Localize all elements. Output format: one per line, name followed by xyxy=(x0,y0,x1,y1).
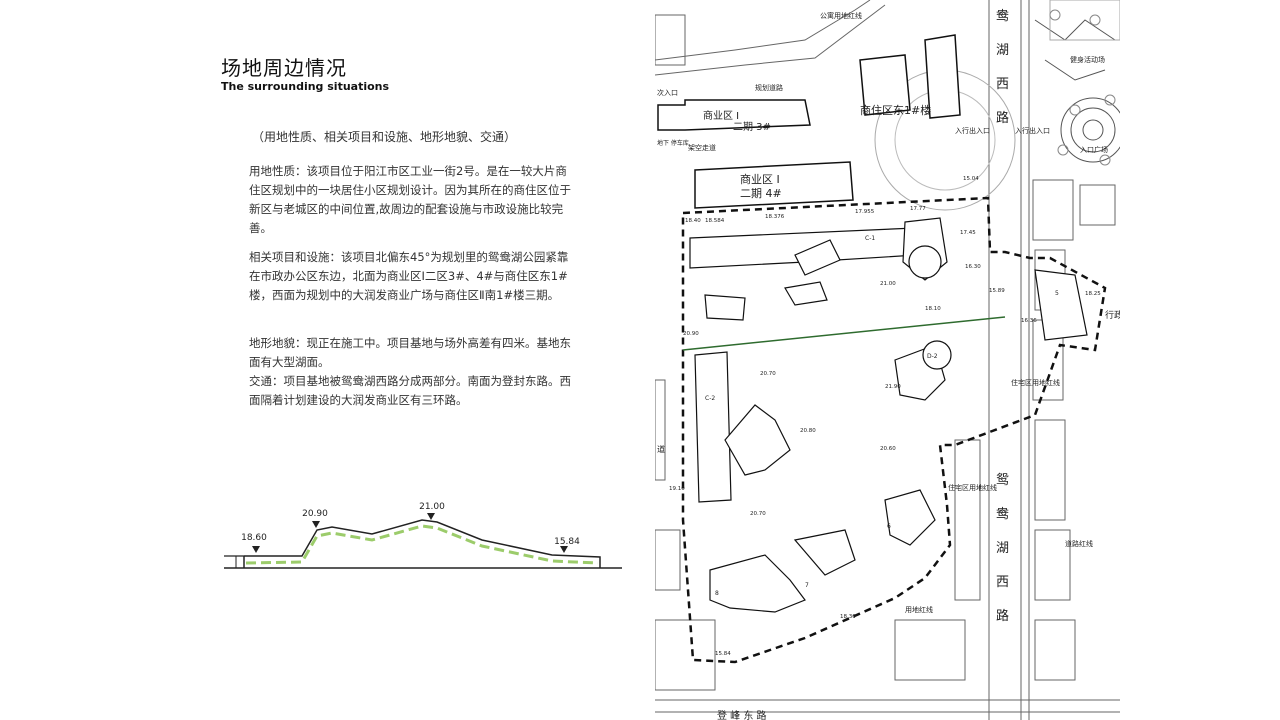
spot-height: 20.90 xyxy=(683,331,699,337)
label-fitness: 健身活动场 xyxy=(1070,55,1105,64)
related-facilities-paragraph: 相关项目和设施：该项目北偏东45°为规划里的鸳鸯湖公园紧靠在市政办公区东边，北面… xyxy=(249,250,569,302)
spot-height: 15.84 xyxy=(715,651,731,657)
terrain-profile-diagram: 18.60 20.90 21.00 15.84 xyxy=(224,502,622,569)
spot-height: 18.30 xyxy=(840,614,856,620)
building-label: C-1 xyxy=(865,235,875,242)
road-char: 鸳 xyxy=(996,473,1009,488)
site-boundary xyxy=(681,196,1107,664)
label-far-right: 行政 xyxy=(1105,309,1120,321)
traffic-text: 交通：项目基地被鸳鸯湖西路分成两部分。南面为登封东路。西面隔着计划建设的大润发商… xyxy=(249,374,571,407)
road-char: 西 xyxy=(996,77,1009,92)
commercial-buildings xyxy=(657,34,961,209)
terrain-traffic-paragraph: 地形地貌：现正在施工中。项目基地与场外高差有四米。基地东面有大型湖面。 交通：项… xyxy=(249,334,575,410)
road-char: 路 xyxy=(996,110,1009,126)
elevation-label: 21.00 xyxy=(419,502,445,512)
label-residential-east: 商住区东1#楼 xyxy=(860,103,931,117)
landscape-trees xyxy=(1049,9,1116,166)
road-char: 湖 xyxy=(996,541,1009,556)
spot-height: 18.10 xyxy=(925,306,941,312)
spot-height: 20.80 xyxy=(800,428,816,434)
section-subtitle: （用地性质、相关项目和设施、地形地貌、交通） xyxy=(252,130,517,144)
label-res-redline-2: 住宅区用地红线 xyxy=(948,483,997,492)
land-use-paragraph: 用地性质：该项目位于阳江市区工业一街2号。是在一较大片商住区规划中的一块居住小区… xyxy=(249,164,571,235)
spot-height: 21.00 xyxy=(880,281,896,287)
road-char: 湖 xyxy=(996,43,1009,58)
site-plan-map: 商业区 I 二期 3# 商业区 I 二期 4# 商住区东1#楼 规划道路 次入口… xyxy=(655,0,1120,720)
park-roundabout xyxy=(1034,0,1120,163)
label-commercial-a1: 商业区 I xyxy=(703,109,739,122)
spot-height: 18.40 xyxy=(685,218,701,224)
spot-height: 15.89 xyxy=(989,288,1005,294)
spot-height: 21.90 xyxy=(885,384,901,390)
spot-height: 18.584 xyxy=(705,218,725,224)
elevation-label: 15.84 xyxy=(554,537,580,547)
spot-height: 19.10 xyxy=(669,486,685,492)
elevation-label: 18.60 xyxy=(241,533,267,543)
spot-height: 20.60 xyxy=(880,446,896,452)
main-road xyxy=(655,0,1120,720)
residential-buildings xyxy=(689,217,1088,613)
page-title: 场地周边情况 xyxy=(221,56,347,80)
spot-height: 16.36 xyxy=(1021,318,1037,324)
spot-height: 20.70 xyxy=(750,511,766,517)
label-planned-road: 规划道路 xyxy=(755,83,783,92)
label-commercial-b1: 商业区 I xyxy=(740,172,780,186)
building-label: C-2 xyxy=(705,395,715,402)
elevation-label: 20.90 xyxy=(302,509,328,519)
division-line xyxy=(682,316,1006,351)
building-label: 5 xyxy=(1055,290,1059,297)
terrain-text: 地形地貌：现正在施工中。项目基地与场外高差有四米。基地东面有大型湖面。 xyxy=(249,336,571,369)
road-char: 路 xyxy=(996,608,1009,624)
label-res-redline-1: 住宅区用地红线 xyxy=(1011,378,1060,387)
road-name-north: 鸯 湖 西 路 xyxy=(996,9,1009,126)
building-label: D-2 xyxy=(927,353,938,360)
label-entrance-plaza: 入口广场 xyxy=(1080,145,1108,154)
spot-height: 18.376 xyxy=(765,214,785,220)
label-entrance-1: 入行出入口 xyxy=(955,126,990,135)
label-parking: 地下 停车库 xyxy=(657,139,689,147)
building-labels: C-1 C-2 D-2 5 6 7 8 xyxy=(705,235,1059,597)
spot-height: 17.955 xyxy=(855,209,875,215)
label-entrance-2: 入行出入口 xyxy=(1015,126,1050,135)
label-overpass: 架空走道 xyxy=(688,143,716,152)
road-name-bottom: 登 峰 东 路 xyxy=(717,709,767,720)
spot-height: 18.25 xyxy=(1085,291,1101,297)
label-commercial-b2: 二期 4# xyxy=(740,187,782,200)
spot-height: 17.77 xyxy=(910,206,926,212)
label-commercial-a2: 二期 3# xyxy=(733,121,771,133)
spot-height: 16.30 xyxy=(965,264,981,270)
road-char: 鸯 xyxy=(996,9,1009,24)
page-subtitle-en: The surrounding situations xyxy=(221,80,390,93)
spot-height: 15.04 xyxy=(963,176,979,182)
label-land-redline: 用地红线 xyxy=(905,605,933,614)
spot-height: 20.70 xyxy=(760,371,776,377)
road-char: 鸯 xyxy=(996,507,1009,522)
label-secondary-entrance: 次入口 xyxy=(657,88,678,97)
label-left-edge: 道 xyxy=(657,444,665,454)
road-char: 西 xyxy=(996,575,1009,590)
building-label: 7 xyxy=(805,582,809,589)
spot-height: 17.45 xyxy=(960,230,976,236)
label-road-redline: 道路红线 xyxy=(1065,539,1093,548)
label-public-redline: 公寓用地红线 xyxy=(820,11,862,20)
road-name-south: 鸳 鸯 湖 西 路 xyxy=(996,473,1009,624)
spot-heights: 18.584 18.376 17.955 17.77 17.45 16.30 1… xyxy=(669,176,1101,657)
building-label: 8 xyxy=(715,590,719,597)
building-label: 6 xyxy=(887,523,891,530)
